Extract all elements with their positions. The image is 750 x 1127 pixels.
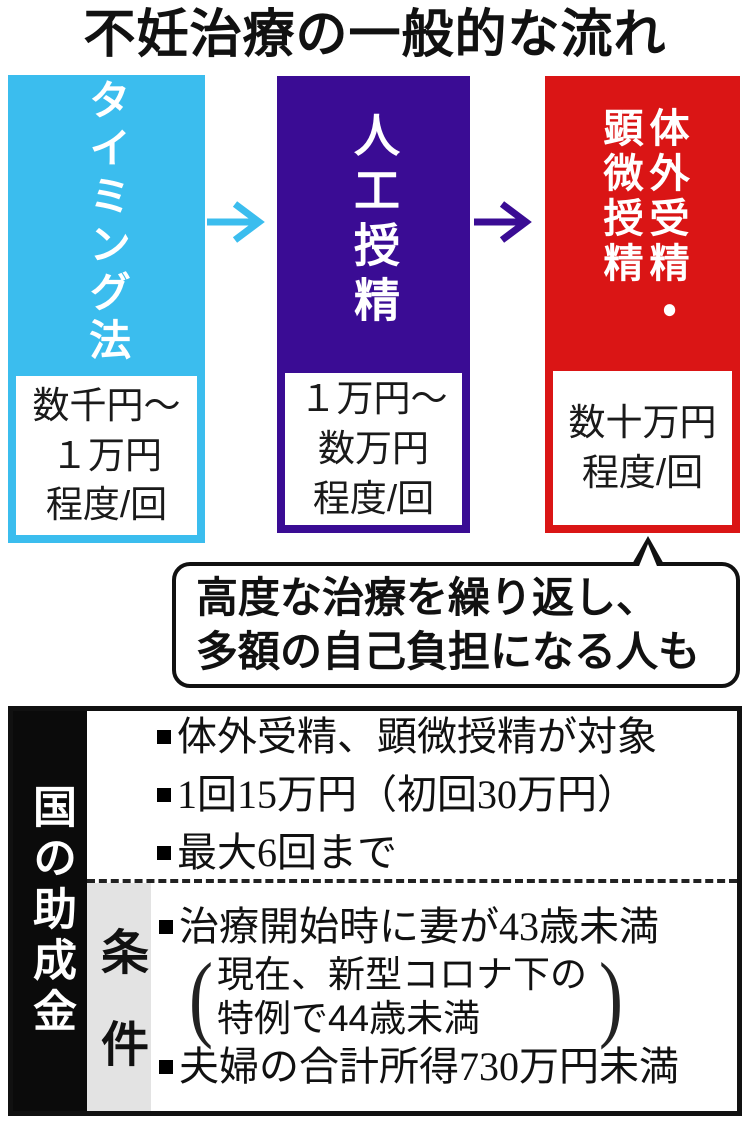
callout-line: 高度な治療を繰り返し、 (196, 574, 659, 622)
open-paren-icon: ( (188, 943, 213, 1051)
condition-label: 条件 (93, 927, 146, 1111)
flow-step-timing: タイミング法 数千円〜 １万円 程度/回 (8, 75, 205, 543)
bullet-square-icon (157, 846, 171, 860)
list-item: 1回15万円（初回30万円） (157, 773, 737, 817)
list-item: 最大6回まで (157, 831, 737, 875)
step-box-timing: タイミング法 (8, 75, 205, 368)
callout-line: 多額の自己負担になる人も (196, 628, 701, 675)
bullet-square-icon (157, 730, 171, 744)
list-item: 治療開始時に妻が43歳未満 (159, 905, 737, 949)
condition-note: ( 現在、新型コロナ下の 特例で44歳未満 ) (188, 943, 624, 1051)
bullet-square-icon (157, 788, 171, 802)
step-box-ivf: 体外受精・ 顕微授精 (545, 76, 740, 363)
bullet-square-icon (159, 920, 173, 935)
condition-list: 治療開始時に妻が43歳未満 ( 現在、新型コロナ下の 特例で44歳未満 ) 夫婦… (151, 883, 737, 1111)
callout-bubble: 高度な治療を繰り返し、 多額の自己負担になる人も (172, 536, 740, 688)
price-box-timing: 数千円〜 １万円 程度/回 (8, 368, 205, 543)
price-box-insemination: １万円〜 数万円 程度/回 (277, 365, 470, 533)
subsidy-header-bar: 国の助成金 (13, 711, 87, 1111)
close-paren-icon: ) (599, 943, 624, 1051)
arrow-right-icon (474, 201, 532, 243)
step-box-insemination: 人工授精 (277, 76, 470, 365)
page-title: 不妊治療の一般的な流れ (83, 6, 667, 64)
step-label-timing: タイミング法 (83, 77, 131, 366)
subsidy-table: 国の助成金 体外受精、顕微授精が対象 1回15万円（初回30万円） 最大6回まで (8, 706, 742, 1116)
flow-step-insemination: 人工授精 １万円〜 数万円 程度/回 (277, 76, 470, 533)
condition-label-column: 条件 (87, 883, 151, 1111)
price-box-ivf: 数十万円 程度/回 (545, 363, 740, 533)
list-item: 体外受精、顕微授精が対象 (157, 715, 737, 759)
subsidy-content: 体外受精、顕微授精が対象 1回15万円（初回30万円） 最大6回まで 条件 (87, 711, 737, 1111)
bullet-square-icon (159, 1059, 173, 1074)
subsidy-condition-section: 条件 治療開始時に妻が43歳未満 ( 現在、新型コロナ下の 特例で44歳未満 ) (87, 879, 737, 1111)
arrow-right-icon (207, 201, 265, 243)
step-label-ivf: 体外受精・ 顕微授精 (597, 107, 688, 332)
subsidy-header-label: 国の助成金 (26, 783, 75, 1039)
step-label-insemination: 人工授精 (347, 110, 400, 331)
flow-step-ivf: 体外受精・ 顕微授精 数十万円 程度/回 (545, 76, 740, 533)
list-item: 夫婦の合計所得730万円未満 (159, 1044, 737, 1089)
subsidy-benefit-list: 体外受精、顕微授精が対象 1回15万円（初回30万円） 最大6回まで (87, 711, 737, 879)
